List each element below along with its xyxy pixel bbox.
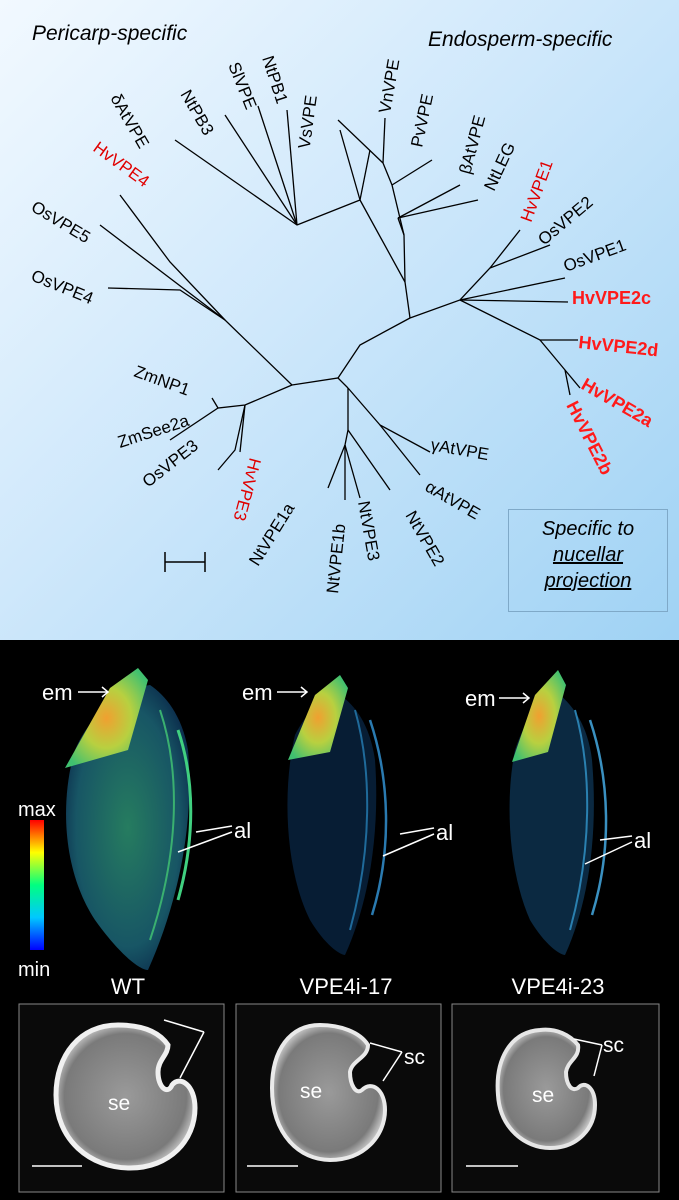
se-label-3: se xyxy=(532,1084,554,1107)
nucellar-line-3: projection xyxy=(544,570,632,592)
label-NtVPE1a: NtVPE1a xyxy=(245,499,298,569)
phylogenetic-tree: Pericarp-specific Endosperm-specific xyxy=(28,22,660,595)
label-NtLEG: NtLEG xyxy=(480,139,519,193)
scale-bar xyxy=(164,552,206,572)
genotype-vpe4i-17: VPE4i-17 xyxy=(300,974,393,999)
endosperm-header: Endosperm-specific xyxy=(428,28,613,51)
em-label-3: em xyxy=(465,686,496,711)
grain-imaging-panel: max min xyxy=(0,640,679,1200)
genotype-wt: WT xyxy=(111,974,145,999)
al-label-3: al xyxy=(634,828,651,853)
cross-section-wt: se xyxy=(32,1022,198,1171)
sc-label-2: sc xyxy=(404,1046,425,1069)
label-aAtVPE: αAtVPE xyxy=(422,477,483,523)
em-label-1: em xyxy=(42,680,73,705)
label-SlVPE: SlVPE xyxy=(224,59,260,112)
nucellar-line-2: nucellar xyxy=(552,544,624,566)
label-PvVPE: PvVPE xyxy=(407,92,437,149)
em-arrows xyxy=(78,686,531,704)
label-OsVPE1: OsVPE1 xyxy=(561,236,629,276)
sc-label-3: sc xyxy=(603,1034,624,1057)
pericarp-header: Pericarp-specific xyxy=(32,22,188,45)
al-arrows xyxy=(177,825,633,865)
label-VnVPE: VnVPE xyxy=(375,57,403,114)
label-HvVPE3: HvVPE3 xyxy=(230,456,265,523)
colorbar xyxy=(30,820,44,950)
label-HvVPE1: HvVPE1 xyxy=(517,157,557,224)
grain-vpe4i-23 xyxy=(509,670,608,955)
grain-vpe4i-17 xyxy=(287,675,388,955)
se-label-2: se xyxy=(300,1080,322,1103)
em-label-2: em xyxy=(242,680,273,705)
phylogenetic-tree-panel: Pericarp-specific Endosperm-specific xyxy=(0,0,679,640)
label-OsVPE3: OsVPE3 xyxy=(139,436,202,491)
label-gAtVPE: γAtVPE xyxy=(429,435,490,464)
grain-wt xyxy=(65,668,193,970)
label-NtVPE1b: NtVPE1b xyxy=(323,523,349,595)
tree-branches xyxy=(99,105,581,500)
cross-section-vpe4i-17: se xyxy=(247,1022,388,1167)
label-NtVPE2: NtVPE2 xyxy=(402,508,449,570)
sc-arrows xyxy=(163,1019,603,1082)
genotype-vpe4i-23: VPE4i-23 xyxy=(512,974,605,999)
label-NtVPE3: NtVPE3 xyxy=(354,499,383,562)
label-NtPB3: NtPB3 xyxy=(177,87,218,139)
se-label-1: se xyxy=(108,1092,130,1115)
colorbar-min: min xyxy=(18,959,50,981)
label-OsVPE2: OsVPE2 xyxy=(534,193,596,249)
label-OsVPE4: OsVPE4 xyxy=(29,266,97,308)
cross-section-vpe4i-23: se xyxy=(466,1027,598,1167)
label-bAtVPE: βAtVPE xyxy=(456,113,490,176)
al-label-2: al xyxy=(436,820,453,845)
label-dAtVPE: δAtVPE xyxy=(107,91,153,152)
label-HvVPE2b: HvVPE2b xyxy=(562,398,616,478)
label-OsVPE5: OsVPE5 xyxy=(28,197,94,247)
nucellar-projection-box: Specific to nucellar projection xyxy=(508,509,668,612)
al-label-1: al xyxy=(234,818,251,843)
label-HvVPE2c: HvVPE2c xyxy=(572,288,651,308)
colorbar-max: max xyxy=(18,799,56,821)
label-VsVPE: VsVPE xyxy=(295,94,321,150)
label-HvVPE2d: HvVPE2d xyxy=(578,332,660,360)
label-NtPB1: NtPB1 xyxy=(258,53,291,106)
label-ZmNP1: ZmNP1 xyxy=(132,362,193,400)
grain-imaging: max min xyxy=(18,668,660,1193)
nucellar-line-1: Specific to xyxy=(541,518,635,540)
